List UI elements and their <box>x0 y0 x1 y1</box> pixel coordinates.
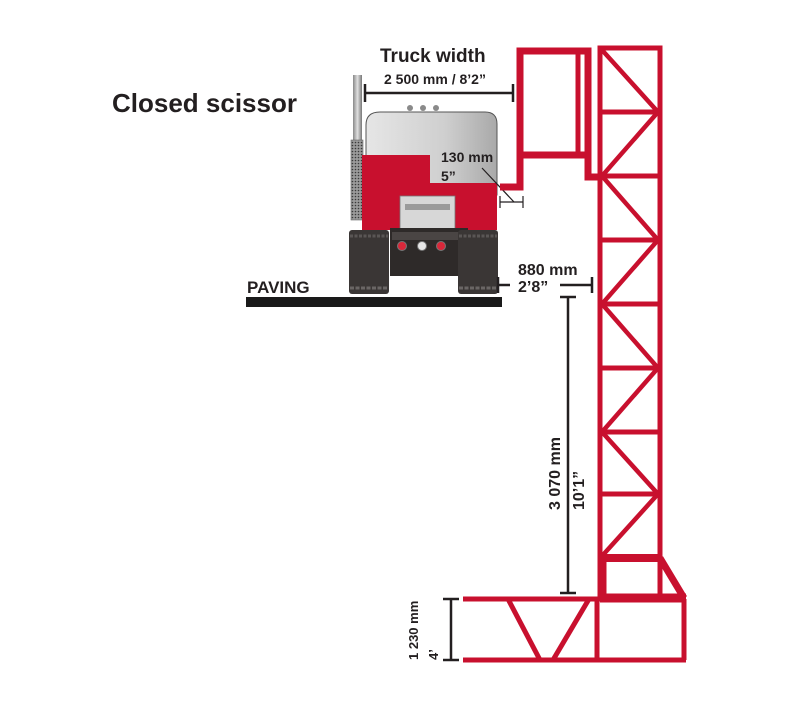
truck-width-heading: Truck width <box>380 46 486 67</box>
bumper <box>392 232 466 240</box>
dimension-lines <box>363 84 594 662</box>
mast-rungs <box>600 109 660 497</box>
tire-right <box>458 230 498 294</box>
truck <box>349 75 498 294</box>
reverse-light <box>417 241 427 251</box>
height-metric: 3 070 mm <box>547 437 564 510</box>
truck-tailgate <box>399 195 456 231</box>
upper-bracket <box>500 47 600 191</box>
diagonal <box>600 302 660 370</box>
paving-label: PAVING <box>247 278 310 297</box>
truck-red-panel <box>362 155 497 196</box>
platform-diagonal <box>505 597 543 662</box>
diagram-title: Closed scissor <box>112 88 297 118</box>
gap-metric: 130 mm <box>441 149 493 165</box>
platform-metric: 1 230 mm <box>406 601 421 660</box>
gap-dimension <box>481 167 524 208</box>
roof-light <box>420 105 426 111</box>
diagonal <box>600 238 660 306</box>
platform-imperial: 4’ <box>426 649 441 660</box>
exhaust-heat-shield <box>350 139 364 221</box>
tail-light-left <box>397 241 407 251</box>
height-imperial: 10’1” <box>571 471 588 510</box>
diagonal <box>600 48 660 114</box>
tail-light-right <box>436 241 446 251</box>
diagonal <box>600 110 660 178</box>
tire-left <box>349 230 389 294</box>
leader-line <box>481 167 515 203</box>
truck-width-value: 2 500 mm / 8’2” <box>384 71 486 87</box>
roof-light <box>407 105 413 111</box>
base-slant <box>656 556 688 600</box>
diagonal <box>600 366 660 434</box>
paving-surface <box>246 297 502 307</box>
offset-metric: 880 mm <box>518 262 578 279</box>
diagonal <box>600 492 660 558</box>
scissor-structure <box>463 45 688 663</box>
mast-frame <box>597 45 663 601</box>
diagonal <box>600 430 660 496</box>
offset-imperial: 2’8” <box>518 279 548 296</box>
platform-diagonal <box>550 597 592 662</box>
gap-imperial: 5” <box>441 168 456 184</box>
mast-diagonals <box>600 48 660 558</box>
diagonal <box>600 174 660 242</box>
roof-light <box>433 105 439 111</box>
tailgate-bar <box>405 204 450 210</box>
lower-platform <box>463 596 687 663</box>
